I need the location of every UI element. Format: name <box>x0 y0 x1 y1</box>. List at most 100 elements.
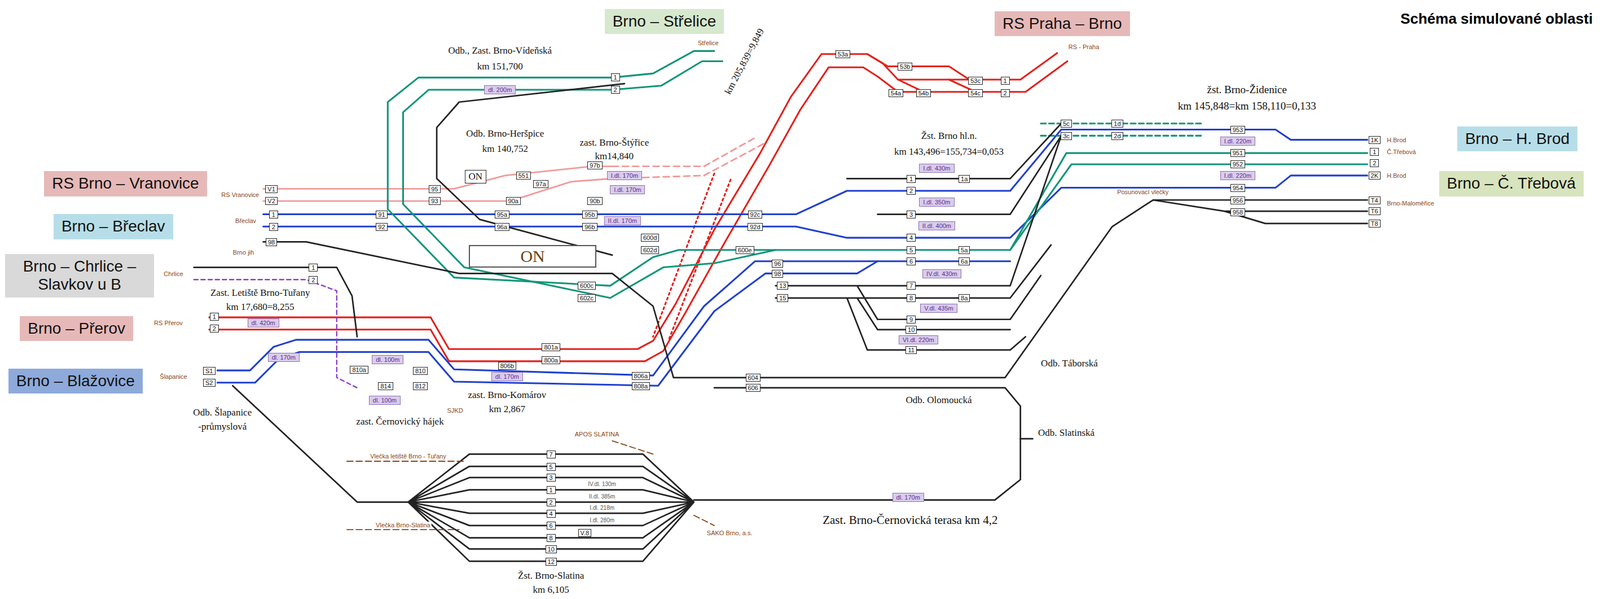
box-text: 1 <box>1003 77 1008 85</box>
track-length-label: II.dl. 385m <box>587 493 617 500</box>
track-box: 2K <box>1368 171 1381 180</box>
box-text: 602c <box>579 294 594 302</box>
track-line <box>775 123 1062 350</box>
track-box: 1 <box>1369 147 1379 156</box>
box-text: I.dl. 350m <box>922 198 951 206</box>
box-text: 600d <box>643 234 657 241</box>
length-box: II.dl. 170m <box>604 216 641 226</box>
track-line <box>263 199 1368 378</box>
box-text: II.dl. 400m <box>922 222 952 230</box>
track-box: S1 <box>203 366 215 375</box>
track-box: 1d <box>1111 119 1123 128</box>
track-box: 1 <box>546 485 556 494</box>
box-text: 5 <box>908 246 914 254</box>
box-text: 2 <box>212 324 217 332</box>
track-box: 1K <box>1368 135 1381 144</box>
track-box: V1 <box>265 185 278 193</box>
box-text: I.dl. 170m <box>611 172 639 179</box>
track-box: 6 <box>546 521 556 530</box>
track-box: 814 <box>377 381 393 390</box>
track-box: V2 <box>265 196 278 205</box>
region-box: Brno – Střelice <box>604 9 725 34</box>
track-box: 812 <box>412 381 428 390</box>
box-text: 806a <box>634 372 648 380</box>
track-box: 600e <box>735 245 754 254</box>
box-text: 96 <box>774 260 781 267</box>
line-end-label: APOS SLATINA <box>573 430 621 438</box>
length-box: dl. 100m <box>371 354 404 364</box>
track-line <box>1010 164 1368 250</box>
track-box: 5c <box>1060 119 1072 128</box>
track-box: 953 <box>1230 125 1246 134</box>
box-text: 54b <box>918 89 929 97</box>
track-box: 8a <box>958 293 970 302</box>
station-label: km 17,680=8,255 <box>225 301 296 313</box>
box-text: T6 <box>1370 207 1379 215</box>
region-box: Brno – Chrlice – Slavkov u B <box>5 253 155 297</box>
track-box: 2 <box>1000 89 1010 98</box>
region-box: RS Praha – Brno <box>994 11 1131 37</box>
box-text: VI.dl. 220m <box>902 336 935 344</box>
track-box: 95a <box>494 210 510 219</box>
station-label: km 145,848=km 158,110=0,133 <box>1176 100 1318 113</box>
length-box: VI.dl. 220m <box>898 335 939 345</box>
track-box: 97a <box>533 179 548 188</box>
track-box: 93 <box>428 196 441 205</box>
track-box: 5a <box>958 245 970 254</box>
track-box: 951 <box>1230 148 1246 157</box>
line-end-label: RS Přerov <box>152 318 184 326</box>
box-text: I.dl. 220m <box>1224 137 1252 145</box>
track-box: 952 <box>1230 160 1246 169</box>
station-label: km 6,105 <box>532 584 571 596</box>
box-text: I.dl. 220m <box>1224 172 1252 179</box>
box-text: 1 <box>548 486 554 494</box>
track-box: 96b <box>582 222 597 231</box>
box-text: 814 <box>380 382 391 390</box>
box-text: 954 <box>1232 184 1243 192</box>
track-box: 2 <box>906 186 916 195</box>
region-box: Brno – Č. Třebová <box>1439 170 1584 196</box>
region-box: Brno – Přerov <box>19 315 134 341</box>
track-line <box>436 83 625 256</box>
line-end-label: H.Brod <box>1385 136 1408 144</box>
track-line <box>1020 437 1034 440</box>
region-box: RS Brno – Vranovice <box>44 170 207 196</box>
box-text: 1 <box>613 73 618 81</box>
box-text: 12 <box>547 557 555 565</box>
box-text: 956 <box>1232 196 1243 204</box>
box-text: 8a <box>960 294 968 302</box>
line-end-label: H.Brod <box>1385 172 1408 179</box>
box-text: 1d <box>1113 120 1121 127</box>
box-text: II.dl. 170m <box>608 217 637 224</box>
track-box: 1 <box>269 210 279 219</box>
track-box: S2 <box>203 378 215 387</box>
box-text: V1 <box>267 185 275 193</box>
track-box: 800a <box>541 355 560 364</box>
box-text: Brno – Přerov <box>27 319 126 338</box>
box-text: S2 <box>205 379 213 386</box>
track-box: 6a <box>958 257 970 266</box>
box-text: 1 <box>908 175 914 183</box>
box-text: 96b <box>584 223 595 231</box>
box-text: 15 <box>779 294 786 302</box>
box-text: 806b <box>500 362 514 369</box>
track-box: 1 <box>1000 76 1010 85</box>
box-text: 2 <box>613 86 618 94</box>
track-box: 2d <box>1111 132 1123 140</box>
box-text: 91 <box>377 211 385 218</box>
box-text: Brno – Střelice <box>612 12 717 31</box>
length-box: II.dl. 400m <box>918 221 956 231</box>
track-line <box>263 175 1368 238</box>
track-box: 3 <box>906 210 916 219</box>
box-text: 958 <box>1232 208 1243 216</box>
track-box: 95b <box>582 210 597 219</box>
box-text: 4 <box>908 234 914 241</box>
line-end-label: RS - Praha <box>1067 43 1101 51</box>
track-box: 9 <box>906 315 916 324</box>
length-box: dl. 170m <box>491 371 523 381</box>
box-text: 6a <box>960 257 968 265</box>
length-box: dl. 170m <box>267 352 300 362</box>
box-text: 2 <box>310 276 316 284</box>
box-text: 3c <box>1062 132 1070 140</box>
